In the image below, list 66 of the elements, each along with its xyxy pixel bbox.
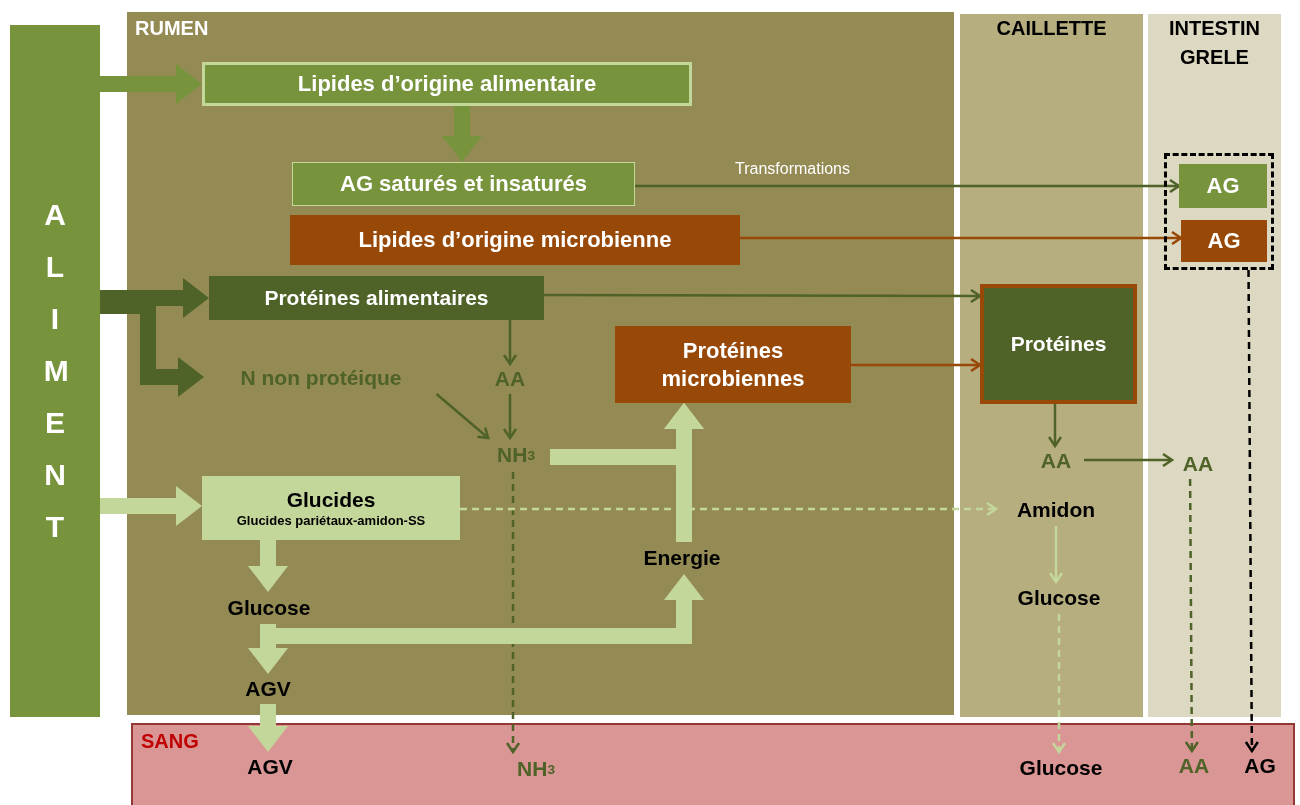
block-arrow [100,486,202,526]
box-label: AG [1206,172,1240,200]
region-panel [1148,14,1281,717]
arrow [1084,452,1174,468]
dashed-arrow [460,501,998,517]
process-box [1179,164,1267,208]
node-label: AGV [230,752,310,782]
block-arrow [248,540,288,592]
region-title: INTESTIN GRELE [1167,16,1262,70]
arrow [635,178,1181,194]
block-arrow [442,106,482,162]
arrow [851,357,982,373]
dashed-arrow [505,472,521,754]
node-label: AGV [228,674,308,704]
dashed-arrow [1051,614,1067,754]
box-label: Protéines alimentaires [264,284,489,311]
arrow [435,393,490,440]
box-label: AG saturés et insaturés [340,170,587,198]
dashed-group-box [1164,153,1274,270]
box-label: AG [1207,227,1241,255]
block-arrow [664,403,704,542]
node-label: AA [486,364,534,394]
node-label: Glucose [204,592,334,624]
region-panel [131,723,1295,805]
block-arrow [100,64,202,104]
node-label: Glucose [994,582,1124,614]
arrow [502,394,518,440]
vertical-label: ALIMENT [43,197,67,545]
box-label: Lipides d’origine alimentaire [297,70,597,98]
region-panel [960,14,1143,717]
edge-label: Transformations [735,160,850,178]
node-label: Energie [612,542,752,574]
process-box [1181,220,1267,262]
process-box [209,276,544,320]
node-label: Glucose [996,752,1126,784]
input-bar [10,25,100,717]
box-label: Protéines [1010,330,1107,357]
node-label: N non protéique [204,362,438,394]
block-arrow [100,278,209,318]
arrow [544,288,982,304]
box-label: Glucides [286,486,376,513]
block-arrow [248,704,288,752]
process-box [980,284,1137,404]
process-box [292,162,635,206]
box-label: Protéines microbiennes [660,337,806,392]
arrow [1048,526,1064,584]
region-title: SANG [140,729,200,754]
node-label: AA [1028,446,1084,476]
box-sublabel: Glucides pariétaux-amidon-SS [236,513,426,530]
node-label: AA [1168,751,1220,781]
arrow [502,320,518,366]
arrow [1047,404,1063,448]
dashed-arrow [1184,479,1200,753]
arrow [740,230,1183,246]
process-box [202,62,692,106]
node-label: AG [1236,751,1284,781]
region-title: RUMEN [134,16,210,41]
process-box [615,326,851,403]
process-box [290,215,740,265]
region-title: CAILLETTE [995,16,1108,41]
box-label: Lipides d’origine microbienne [358,226,672,254]
process-box [202,476,460,540]
region-panel [127,12,954,715]
node-label: AA [1172,449,1224,479]
node-label: Amidon [996,494,1116,526]
dashed-arrow [1244,270,1260,753]
